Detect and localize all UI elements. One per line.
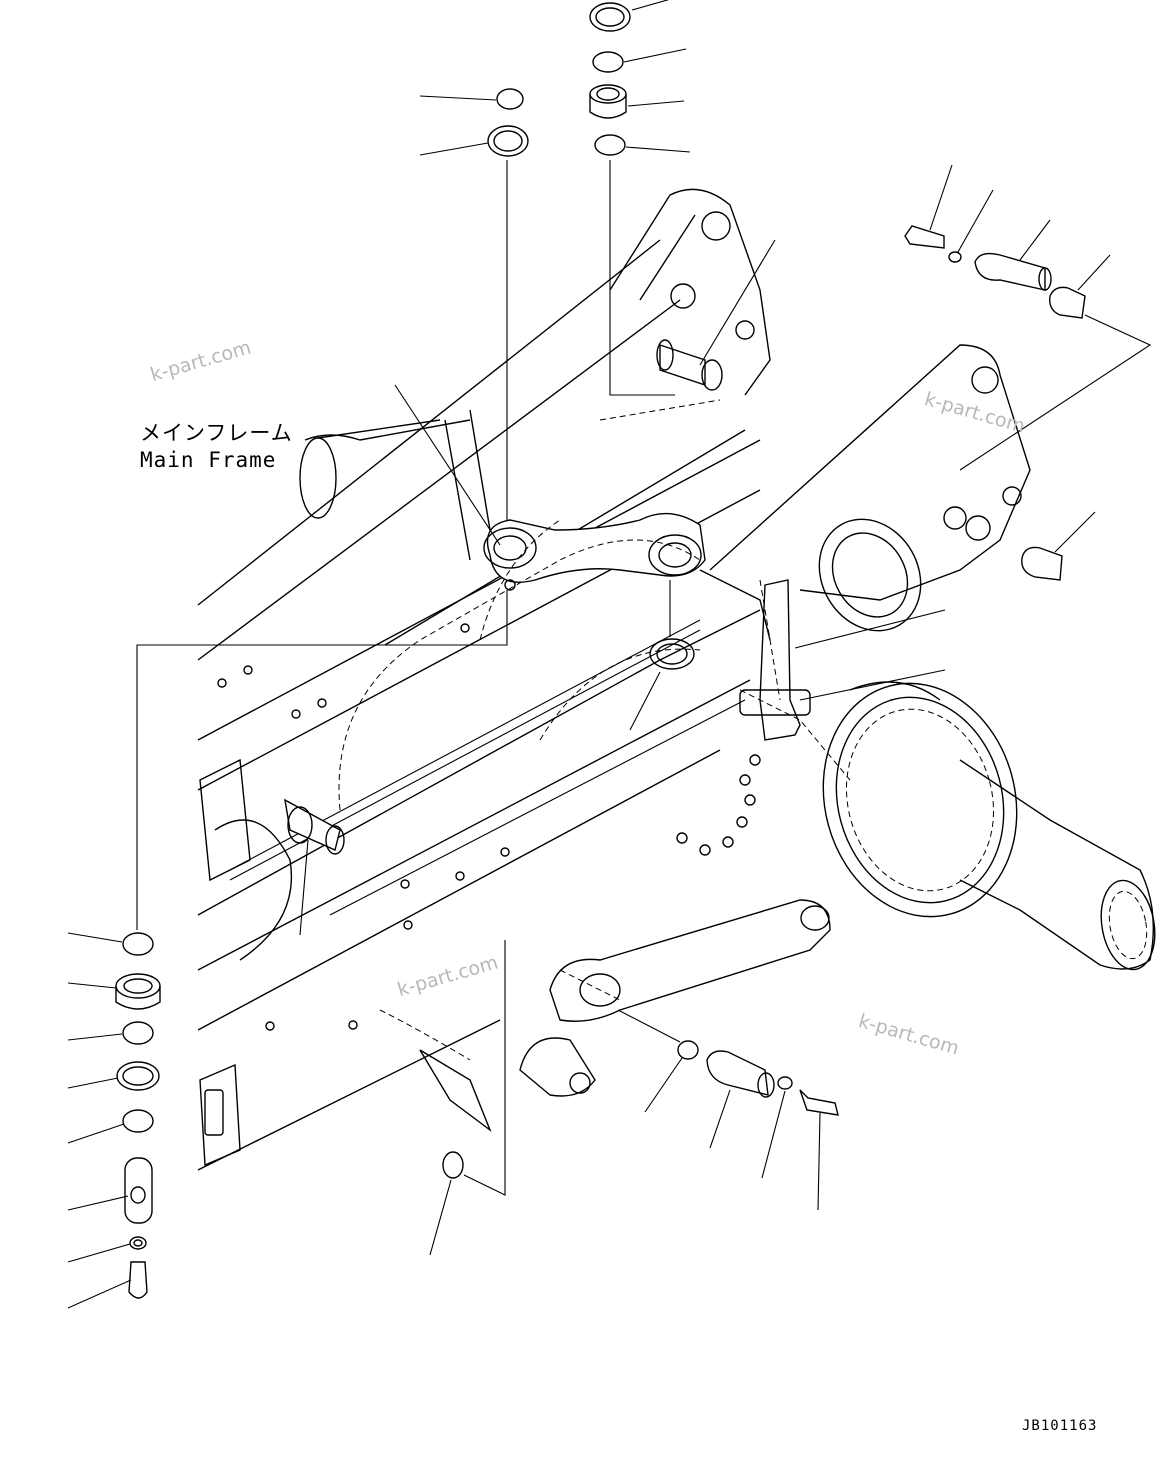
rail-pivot-pin (284, 798, 345, 855)
axle-bolts (676, 754, 761, 856)
rear-bracket (609, 188, 771, 396)
drawing-code: JB101163 (1022, 1418, 1098, 1434)
lower-pin-group (429, 940, 839, 1256)
upper-pin-stack (589, 0, 691, 396)
center-seal-ring (629, 580, 695, 731)
lower-trunnion (419, 899, 831, 1133)
right-side-bushing (1021, 511, 1096, 581)
main-frame-label: メインフレーム Main Frame (140, 420, 293, 474)
leader-lines (299, 239, 946, 936)
main-frame-label-jp: メインフレーム (140, 421, 293, 445)
frame-left-brackets (199, 758, 293, 1167)
bracket-pin-assembly (656, 339, 723, 391)
left-upper-washers (419, 88, 529, 520)
equalizer-link (483, 512, 706, 591)
pivot-cylinder (299, 419, 471, 519)
vertical-link (739, 579, 811, 741)
right-frame-bracket (699, 344, 1031, 641)
upper-right-pin-group (904, 164, 1152, 471)
frame-holes (217, 623, 510, 1031)
main-frame-label-en: Main Frame (140, 448, 277, 472)
left-pin-stack (67, 590, 508, 1309)
final-drive (822, 681, 1156, 971)
